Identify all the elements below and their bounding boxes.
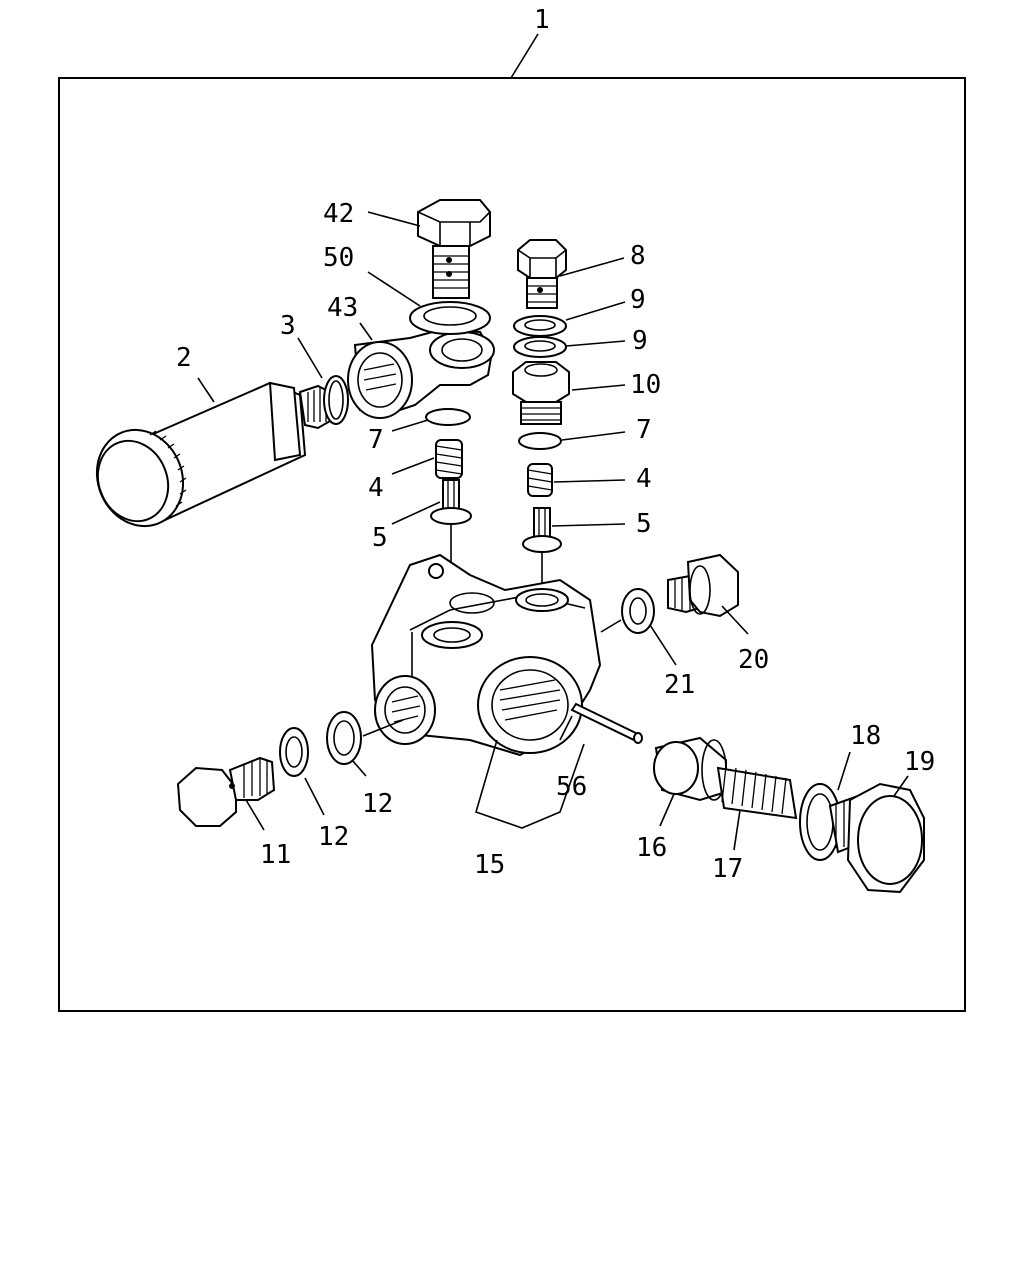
callout-21: 21 <box>664 670 695 700</box>
callout-18: 18 <box>850 721 881 751</box>
part-7-o-ring-right <box>518 432 562 450</box>
callouts: 1 2 3 43 42 50 8 9 9 10 7 7 4 4 5 5 21 2… <box>176 5 935 884</box>
part-11-bolt <box>176 756 276 827</box>
part-3-o-ring <box>323 375 349 425</box>
callout-10: 10 <box>630 370 661 400</box>
part-21-washer <box>621 588 655 634</box>
callout-56: 56 <box>556 772 587 802</box>
callout-12-right: 12 <box>362 789 393 819</box>
callout-5-right: 5 <box>636 509 652 539</box>
part-12-washer-right <box>326 711 362 765</box>
part-9-washer-upper <box>513 315 567 337</box>
callout-11: 11 <box>260 840 291 870</box>
callout-2: 2 <box>176 343 192 373</box>
callout-12-left: 12 <box>318 822 349 852</box>
part-19-cap-nut <box>828 782 925 894</box>
callout-8: 8 <box>630 241 646 271</box>
leader-lines <box>197 211 909 851</box>
callout-9-upper: 9 <box>630 285 646 315</box>
callout-7-right: 7 <box>636 415 652 445</box>
part-3-o-ring-inner <box>328 380 344 420</box>
bracket-15 <box>475 739 585 829</box>
part-2-filter-bowl <box>95 381 334 528</box>
part-5-valve-right <box>522 507 562 553</box>
callout-20: 20 <box>738 645 769 675</box>
callout-17: 17 <box>712 854 743 884</box>
part-12-washer-left <box>279 727 309 777</box>
part-8-banjo-bolt <box>517 239 567 309</box>
part-20-plug <box>667 553 739 618</box>
part-16-piston <box>653 736 727 802</box>
callout-4-right: 4 <box>636 464 652 494</box>
part-7-o-ring-left <box>425 408 471 426</box>
leader-56 <box>559 715 573 741</box>
callout-1: 1 <box>534 5 550 35</box>
part-43-eye-fitting <box>347 328 495 419</box>
callout-4-left: 4 <box>368 473 384 503</box>
callout-3: 3 <box>280 311 296 341</box>
leader-1 <box>510 33 539 79</box>
part-5-valve-left <box>430 479 472 525</box>
part-4-spring-left <box>435 439 463 479</box>
callout-42: 42 <box>323 199 354 229</box>
part-4-spring-right <box>527 463 553 497</box>
part-42-banjo-bolt <box>417 199 491 299</box>
part-15-pump-body <box>370 553 602 757</box>
callout-5-left: 5 <box>372 523 388 553</box>
callout-15: 15 <box>474 850 505 880</box>
callout-19: 19 <box>904 747 935 777</box>
part-17-spring <box>716 765 798 820</box>
callout-16: 16 <box>636 833 667 863</box>
callout-7-left: 7 <box>368 425 384 455</box>
callout-43: 43 <box>327 293 358 323</box>
part-9-washer-lower <box>513 336 567 358</box>
callout-9-lower: 9 <box>632 326 648 356</box>
part-10-valve-holder <box>512 361 570 425</box>
assembly-frame <box>58 77 966 1012</box>
callout-50: 50 <box>323 243 354 273</box>
part-56-pin <box>570 702 643 744</box>
